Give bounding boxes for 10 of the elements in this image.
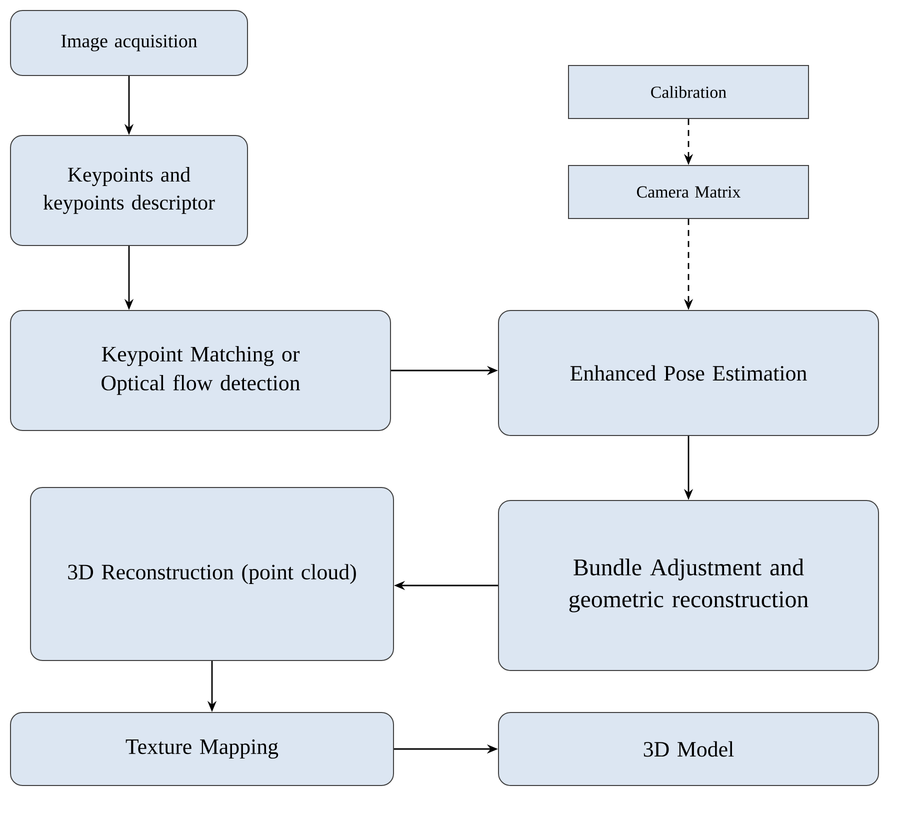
process-box: Bundle Adjustment and geometric reconstruction xyxy=(498,500,879,671)
process-box: Keypoint Matching or Optical flow detection xyxy=(10,310,391,431)
process-box: 3D Reconstruction (point cloud) xyxy=(30,487,394,661)
process-box: 3D Model xyxy=(498,712,879,786)
process-box: Texture Mapping xyxy=(10,712,394,786)
rectangle-box: Camera Matrix xyxy=(568,165,809,219)
process-box: Keypoints and keypoints descriptor xyxy=(10,135,248,246)
process-box: Image acquisition xyxy=(10,10,248,76)
rectangle-box: Calibration xyxy=(568,65,809,119)
process-box: Enhanced Pose Estimation xyxy=(498,310,879,436)
